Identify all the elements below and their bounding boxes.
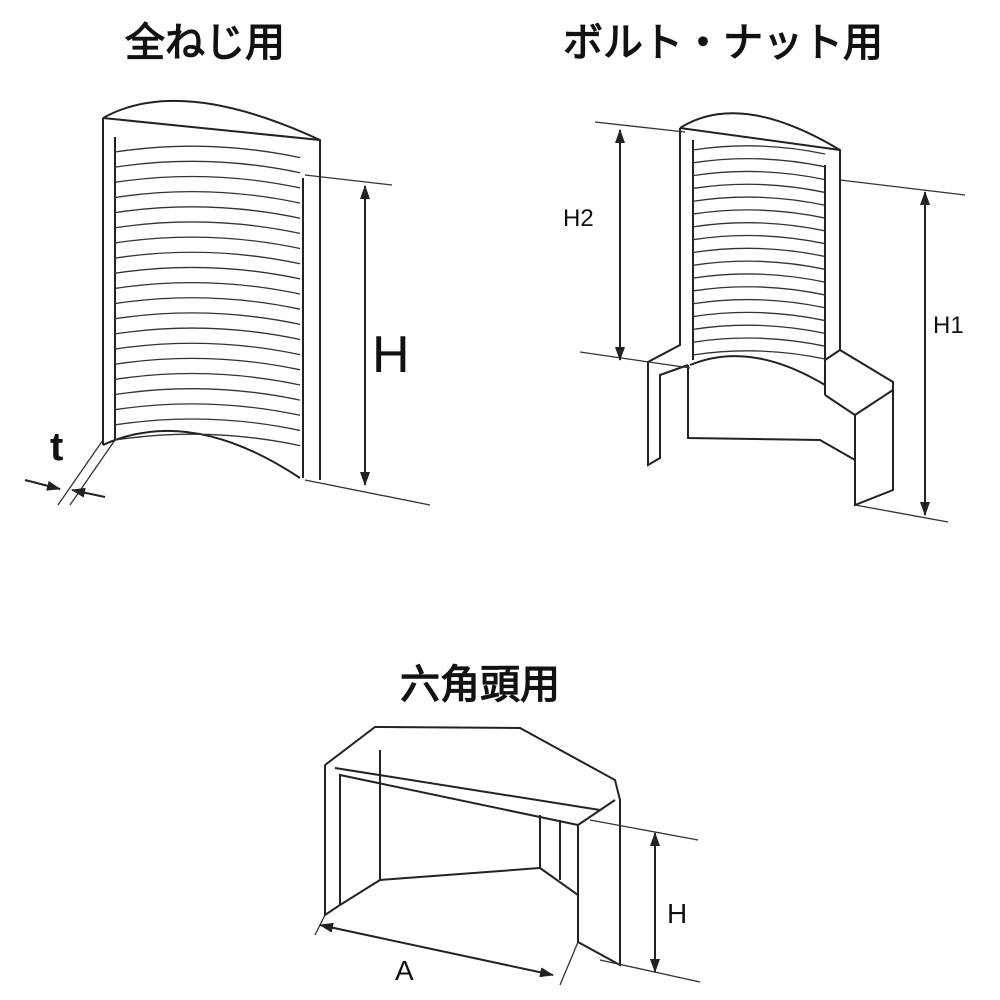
title-hex-head: 六角頭用 [400,662,560,708]
full-thread-cap-drawing [24,99,431,506]
thread-line [692,222,826,232]
thread-line [114,145,301,159]
bolt-nut-cap-drawing [579,112,966,523]
thread-line [692,260,826,270]
thread-line [114,190,301,204]
thread-line [692,157,826,168]
thread-line [692,337,826,347]
thread-line [692,209,826,219]
thread-line [114,297,301,310]
thread-line [692,311,826,322]
thread-line [114,342,301,356]
label-h-full-thread: H [372,326,410,384]
thread-line [114,160,301,174]
thread-line [114,175,301,189]
thread-line [114,327,301,341]
thread-line [692,286,826,296]
hex-head-cap-drawing [314,725,701,986]
thread-line [114,357,301,371]
thread-line [114,221,301,235]
label-h2: H2 [563,205,594,232]
thread-line [114,236,301,250]
thread-line [114,251,301,265]
title-full-thread: 全ねじ用 [125,20,285,66]
label-t: t [50,425,64,469]
thread-line [692,273,826,283]
label-a: A [395,955,414,986]
thread-line [114,388,301,401]
thread-line [114,403,301,416]
thread-line [114,418,301,432]
thread-line [692,183,826,194]
thread-line [114,281,301,295]
thread-line [692,170,826,181]
thread-line [114,312,301,325]
thread-line [692,298,826,309]
thread-line [692,350,826,360]
label-h-hex: H [667,898,688,929]
title-bolt-nut: ボルト・ナット用 [563,20,883,66]
thread-line [692,324,826,335]
thread-line [114,206,301,219]
thread-line [692,234,826,245]
thread-line [692,247,826,258]
label-h1: H1 [933,312,964,339]
thread-line [692,196,826,206]
thread-line [114,266,301,280]
thread-line [114,433,301,447]
thread-line [114,372,301,386]
thread-line [692,145,826,155]
